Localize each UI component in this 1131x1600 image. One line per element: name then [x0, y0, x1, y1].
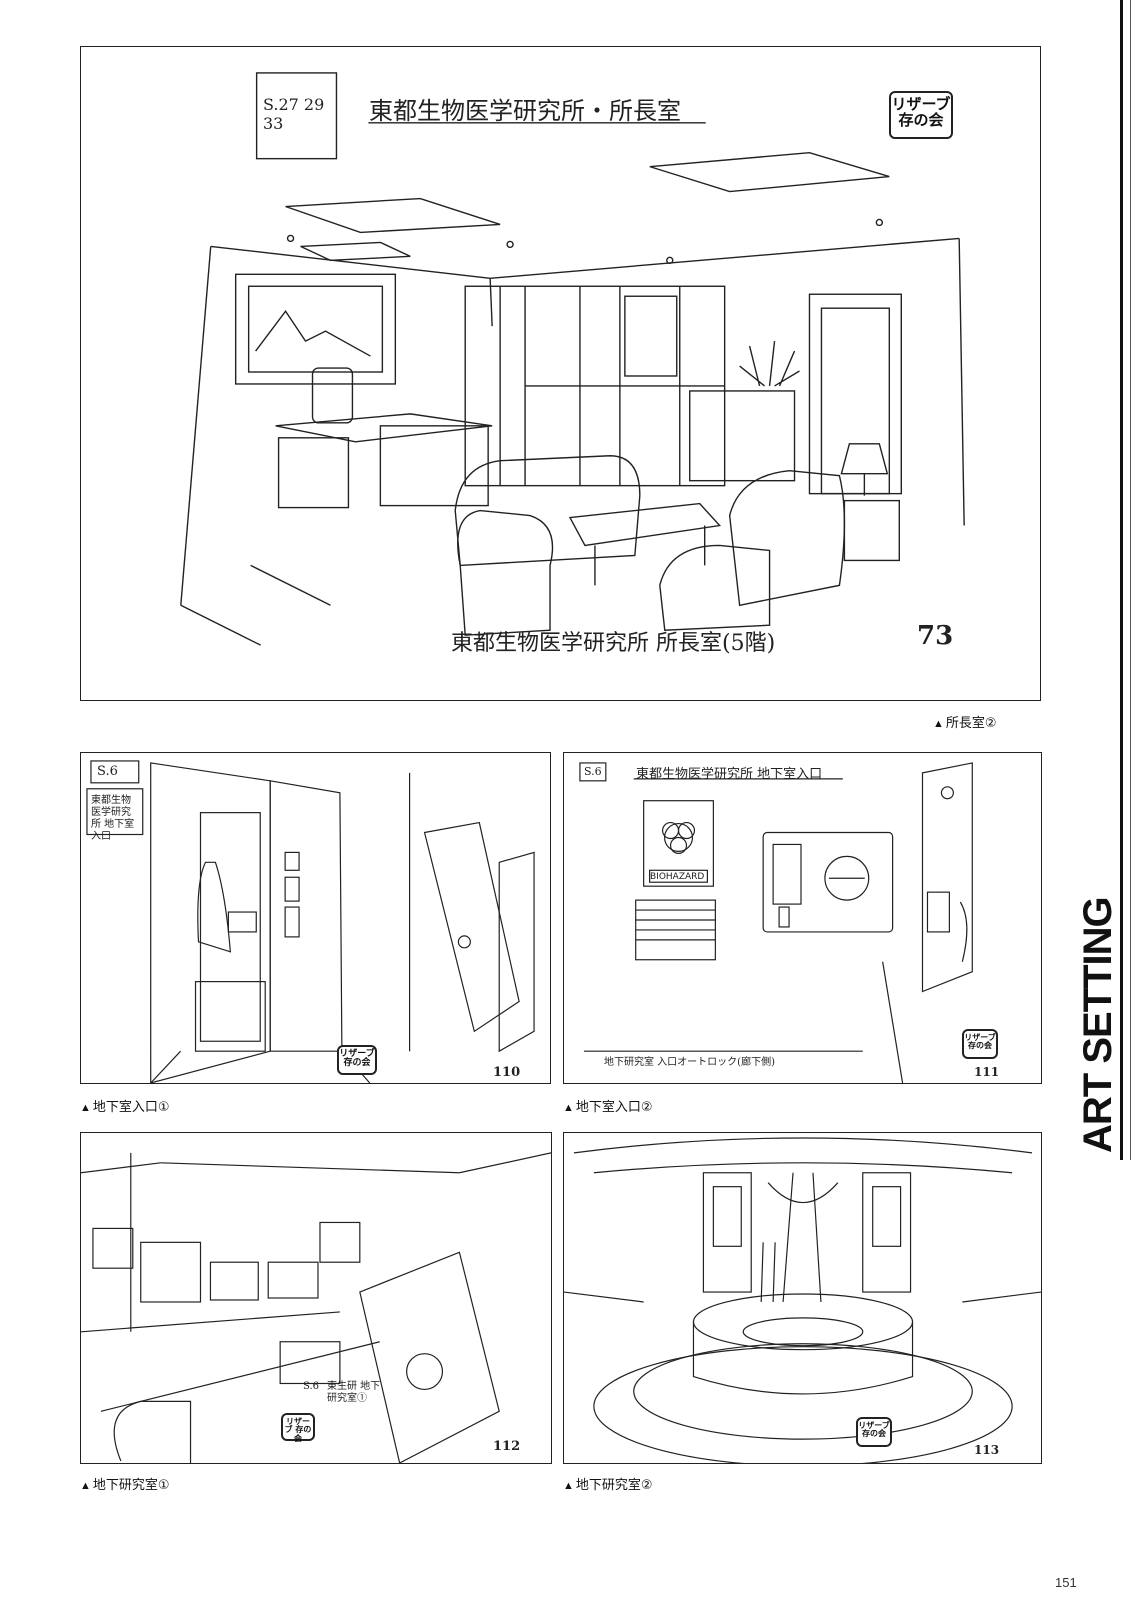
- reserve-stamp: リザーブ 存の会: [889, 91, 953, 139]
- section-title: ART SETTING: [1076, 897, 1120, 1153]
- sketch-panel-basement-lab-2: リザーブ 存の会 113: [563, 1132, 1042, 1464]
- cut-number: 110: [493, 1065, 521, 1080]
- panel-caption: ▲所長室②: [933, 715, 997, 730]
- lab-reactor-sketch: [564, 1137, 1041, 1463]
- triangle-marker-icon: ▲: [563, 1480, 574, 1492]
- panel-caption: ▲地下室入口②: [563, 1099, 653, 1114]
- biohazard-door-sketch: [579, 762, 973, 1083]
- reserve-stamp: リザーブ 存の会: [856, 1417, 892, 1447]
- triangle-marker-icon: ▲: [80, 1480, 91, 1492]
- sketch-panel-basement-entrance-1: S.6 東都生物医学研究所 地下室入口 リザーブ 存の会 110: [80, 752, 551, 1084]
- scene-number: S.6: [97, 764, 118, 779]
- cut-number: 112: [493, 1439, 521, 1454]
- cut-number: 111: [974, 1065, 1000, 1079]
- sketch-header-title: 東都生物医学研究所・所長室: [369, 97, 681, 125]
- section-title-vertical: ART SETTING: [1072, 897, 1131, 1153]
- reserve-stamp: リザーブ 存の会: [281, 1413, 315, 1442]
- scene-number: S.6: [303, 1381, 320, 1392]
- biohazard-sign-label: BIOHAZARD: [650, 872, 705, 882]
- cut-number: 73: [917, 621, 954, 651]
- sketch-panel-basement-entrance-2: S.6 東都生物医学研究所 地下室入口 BIOHAZARD 地下研究室 入口オー…: [563, 752, 1042, 1084]
- sketch-bottom-title: 地下研究室 入口オートロック(廊下側): [604, 1057, 775, 1068]
- triangle-marker-icon: ▲: [80, 1102, 91, 1114]
- reserve-stamp: リザーブ 存の会: [337, 1045, 377, 1075]
- basement-entrance-sketch: [86, 760, 535, 1083]
- sketch-panel-director-office: S.27 29 33 東都生物医学研究所・所長室 リザーブ 存の会 東都生物医学…: [80, 46, 1041, 701]
- sketch-header-title: 東都生物医学研究所 地下室入口: [636, 767, 823, 782]
- page-edge-rule: [1113, 0, 1131, 1600]
- reserve-stamp: リザーブ 存の会: [962, 1029, 998, 1059]
- panel-caption: ▲地下研究室②: [563, 1477, 653, 1492]
- scene-number: S.6: [584, 765, 602, 778]
- panel-caption: ▲地下研究室①: [80, 1477, 170, 1492]
- edge-bar: [1120, 0, 1123, 1160]
- triangle-marker-icon: ▲: [933, 718, 944, 730]
- sketch-bottom-title: 東都生物医学研究所 所長室(5階): [451, 631, 776, 656]
- scene-number: S.27 29 33: [263, 95, 325, 134]
- sketch-header-title: 東都生物医学研究所 地下室入口: [91, 795, 135, 842]
- sketch-panel-basement-lab-1: S.6 東生研 地下研究室① リザーブ 存の会 112: [80, 1132, 552, 1464]
- sketch-header-title: 東生研 地下研究室①: [327, 1381, 381, 1404]
- triangle-marker-icon: ▲: [563, 1102, 574, 1114]
- panel-caption: ▲地下室入口①: [80, 1099, 170, 1114]
- cut-number: 113: [974, 1443, 1000, 1457]
- page-number: 151: [1055, 1575, 1077, 1590]
- office-sketch-illustration: [180, 72, 965, 646]
- basement-lab-sketch: [81, 1152, 551, 1463]
